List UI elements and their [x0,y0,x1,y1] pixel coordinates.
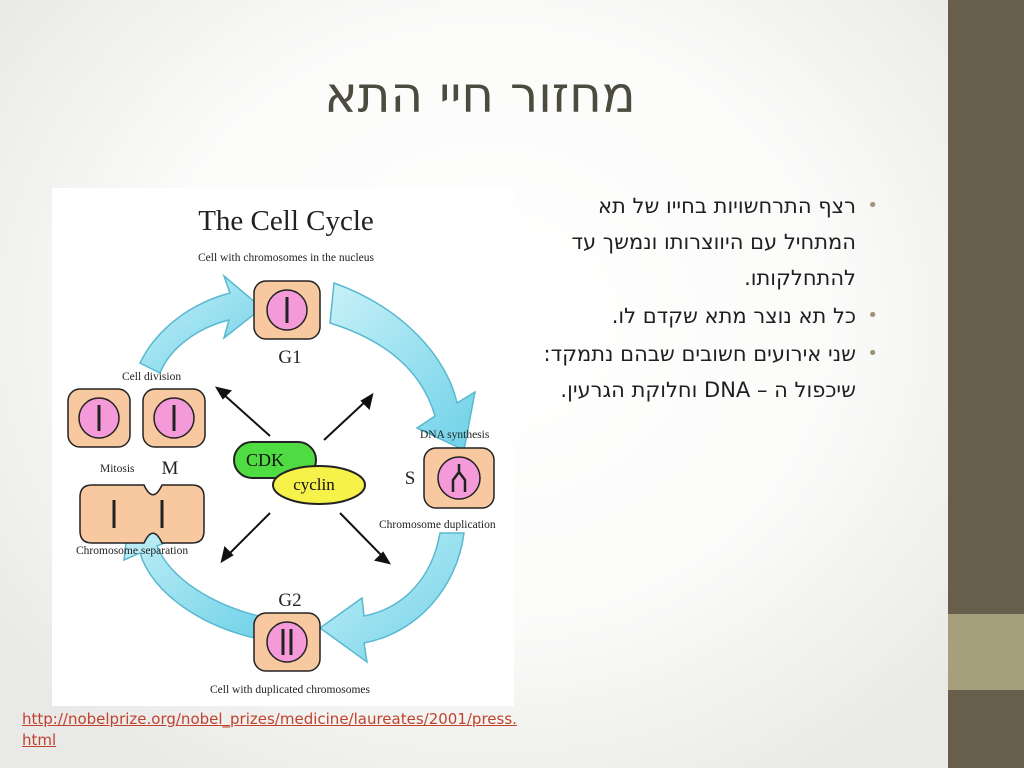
label-chromosome-separation: Chromosome separation [76,545,188,557]
bullet-dot-icon: • [867,305,878,326]
cycle-arrow-g1-to-s [329,281,477,452]
cell-divided-left [67,388,131,448]
cell-divided-right [142,388,206,448]
bullet-text: רצף התרחשויות בחייו של תא המתחיל עם היוו… [571,194,857,290]
bullet-text: כל תא נוצר מתא שקדם לו. [611,304,856,328]
cell-g1 [253,280,321,340]
center-arrows [214,386,392,565]
cell-cycle-figure: The Cell Cycle Cell with chromosomes in … [52,188,514,706]
source-link[interactable]: http://nobelprize.org/nobel_prizes/medic… [22,710,517,749]
label-mitosis: Mitosis [100,463,135,475]
cell-separating [79,484,205,544]
label-s: S [405,468,416,489]
cycle-arrow-m-to-g1 [139,273,264,375]
slide-title: מחזור חיי התא [324,66,636,124]
cell-cycle-diagram: The Cell Cycle Cell with chromosomes in … [67,205,496,696]
label-g1: G1 [278,347,301,368]
sidebar-accent-block [948,614,1024,690]
cyclin-badge [272,465,366,505]
cycle-arrow-s-to-g2 [318,532,465,664]
label-dna-synthesis: DNA synthesis [420,429,490,441]
bullet-item: • שני אירועים חשובים שבהם נתמקד: שיכפול ה… [520,336,890,408]
bullet-list: • רצף התרחשויות בחייו של תא המתחיל עם היו… [520,188,890,410]
bullet-item: • רצף התרחשויות בחייו של תא המתחיל עם היו… [520,188,890,296]
bullet-dot-icon: • [867,195,878,216]
cell-g2 [253,612,321,672]
cell-s [423,447,495,509]
label-top: Cell with chromosomes in the nucleus [198,252,375,264]
figure-title: The Cell Cycle [198,205,374,237]
bullet-item: • כל תא נוצר מתא שקדם לו. [520,298,890,334]
label-cell-division: Cell division [122,371,181,383]
bullet-dot-icon: • [867,343,878,364]
cyclin-label: cyclin [293,475,335,494]
bullet-text: שני אירועים חשובים שבהם נתמקד: שיכפול ה … [543,342,856,402]
label-g2: G2 [278,590,301,611]
label-bottom: Cell with duplicated chromosomes [210,684,371,696]
cdk-label: CDK [246,450,284,470]
label-m: M [162,458,179,479]
label-chromosome-duplication: Chromosome duplication [379,519,496,531]
